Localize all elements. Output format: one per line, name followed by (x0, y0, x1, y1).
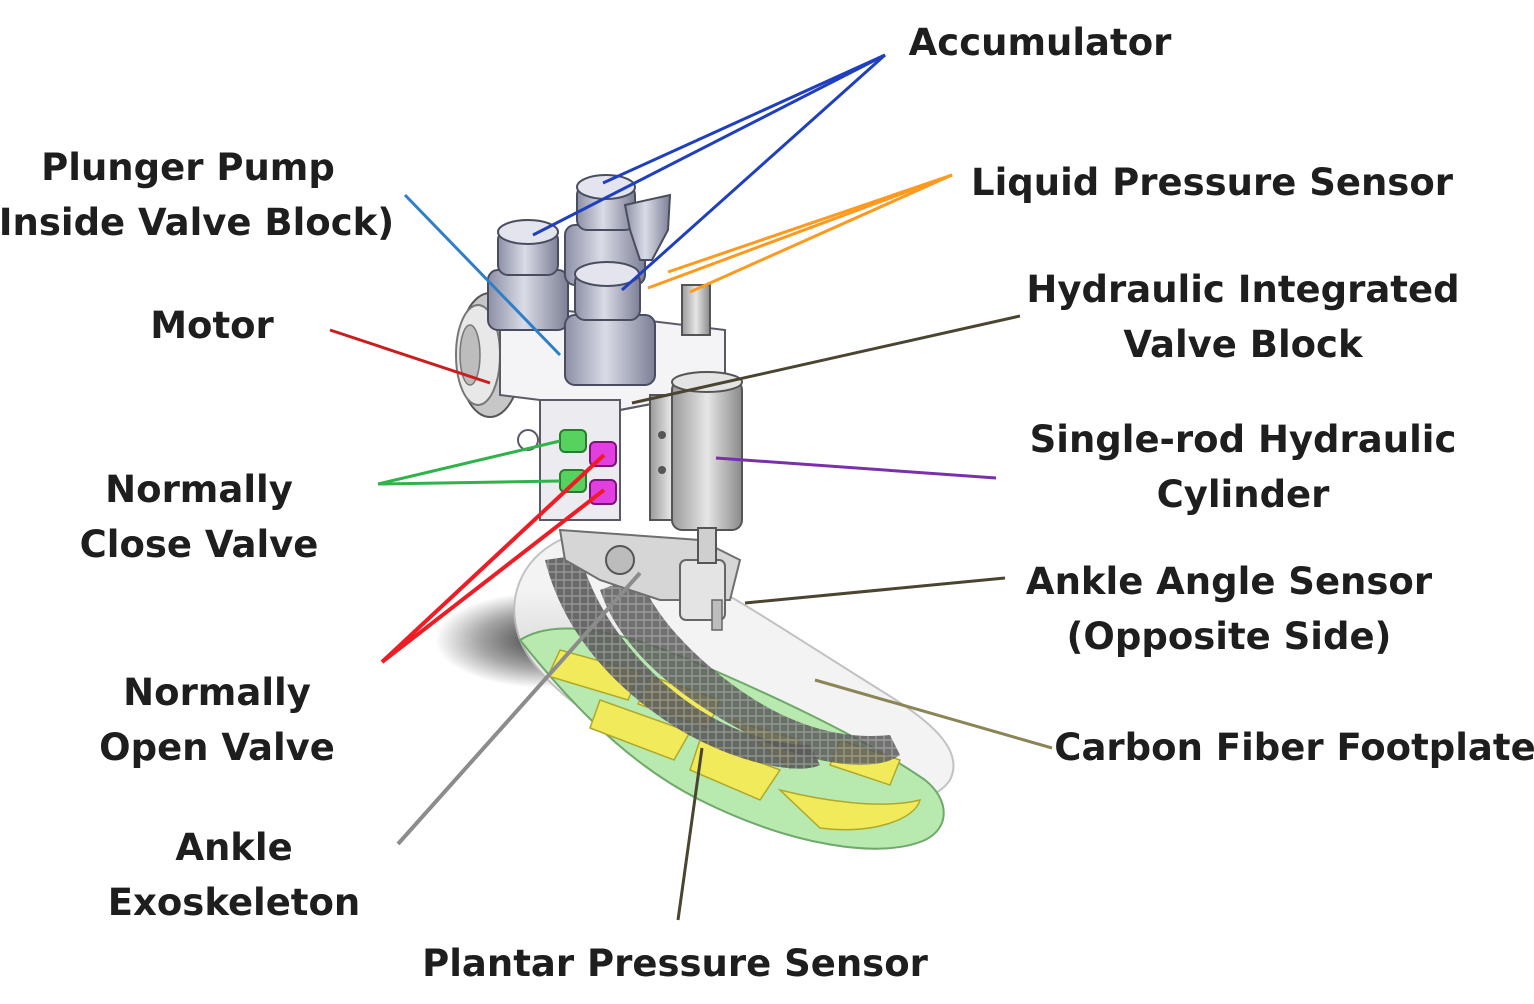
label-hydraulic-cylinder: Single-rod Hydraulic Cylinder (1029, 418, 1457, 516)
leader-plantar-pressure-sensor (676, 747, 704, 921)
leader-plunger-pump (403, 193, 562, 357)
ankle-bracket (558, 528, 742, 631)
label-plunger-pump: Plunger Pump (Inside Valve Block) (0, 146, 395, 244)
label-ankle-angle-sensor: Ankle Angle Sensor (Opposite Side) (1025, 560, 1433, 658)
leader-normally-open-valve (380, 453, 606, 664)
label-normally-open-valve: Normally Open Valve (99, 671, 335, 769)
label-motor: Motor (150, 304, 274, 347)
leader-valve-block (631, 314, 1021, 405)
label-accumulator: Accumulator (908, 21, 1172, 64)
leader-normally-close-valve (377, 439, 561, 486)
leader-carbon-fiber-footplate (814, 678, 1053, 750)
label-liquid-pressure-sensor: Liquid Pressure Sensor (971, 161, 1453, 204)
label-normally-close-valve: Normally Close Valve (79, 468, 319, 566)
leader-ankle-angle-sensor (744, 576, 1006, 605)
leader-motor (329, 328, 491, 385)
label-valve-block: Hydraulic Integrated Valve Block (1026, 268, 1460, 366)
hydraulic-cylinder (649, 371, 743, 564)
label-carbon-fiber-footplate: Carbon Fiber Footplate (1054, 726, 1534, 769)
carbon-fiber-strips (545, 555, 900, 769)
leader-ankle-exoskeleton (396, 571, 642, 846)
accumulators (487, 174, 711, 386)
leader-accumulator (532, 53, 886, 292)
label-plantar-pressure-sensor: Plantar Pressure Sensor (422, 942, 928, 985)
leader-lines (329, 53, 1053, 921)
leader-liquid-pressure-sensor (647, 173, 953, 294)
label-ankle-exoskeleton: Ankle Exoskeleton (107, 826, 361, 924)
leader-hydraulic-cylinder (715, 456, 997, 480)
